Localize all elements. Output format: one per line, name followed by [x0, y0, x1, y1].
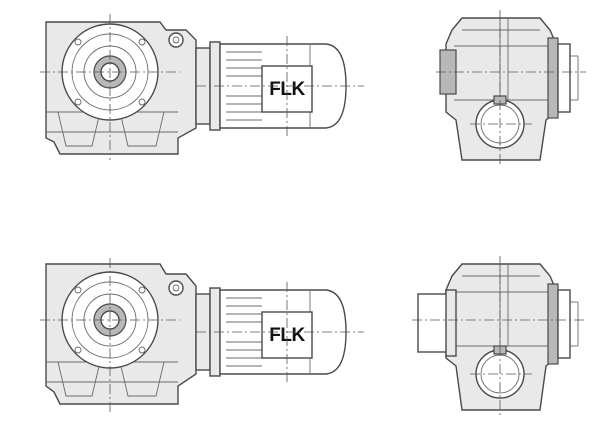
upper-logo: FLK — [269, 79, 305, 100]
lower-side-view: FLK — [40, 258, 364, 412]
lower-output-block — [417, 293, 449, 353]
lower-logo: FLK — [269, 325, 305, 346]
upper-side-view: FLK — [40, 14, 364, 160]
upper-end-housing — [445, 17, 557, 161]
upper-end-view — [436, 10, 586, 166]
lower-end-view — [412, 256, 586, 418]
